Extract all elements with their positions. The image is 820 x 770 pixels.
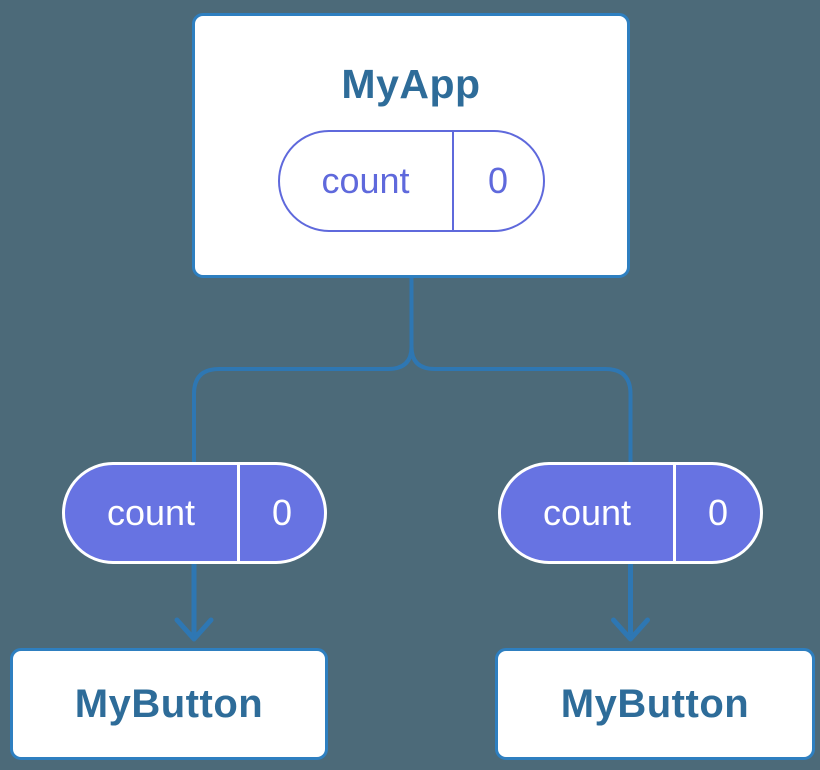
- state-name: count: [280, 132, 454, 230]
- state-value: 0: [487, 160, 509, 201]
- arrow-down-icon: [174, 561, 214, 642]
- arrow-head: [174, 617, 214, 642]
- component-card-mybutton-left: MyButton: [10, 648, 328, 760]
- state-name: count: [65, 465, 240, 561]
- component-title: MyApp: [341, 61, 481, 107]
- branch-right-line: [409, 345, 633, 466]
- state-pill: count 0: [277, 130, 545, 232]
- component-title: MyButton: [560, 682, 750, 726]
- state-pill: count 0: [62, 462, 327, 564]
- arrow-head: [611, 617, 650, 642]
- state-pill: count 0: [498, 462, 763, 564]
- component-card-mybutton-right: MyButton: [495, 648, 815, 760]
- branch-left-line: [192, 345, 414, 466]
- arrow-down-icon: [611, 561, 650, 642]
- state-name: count: [501, 465, 676, 561]
- state-value: 0: [707, 492, 729, 533]
- component-title: MyButton: [74, 682, 264, 726]
- component-card-myapp: MyApp count 0: [192, 13, 630, 278]
- state-value: 0: [271, 492, 293, 533]
